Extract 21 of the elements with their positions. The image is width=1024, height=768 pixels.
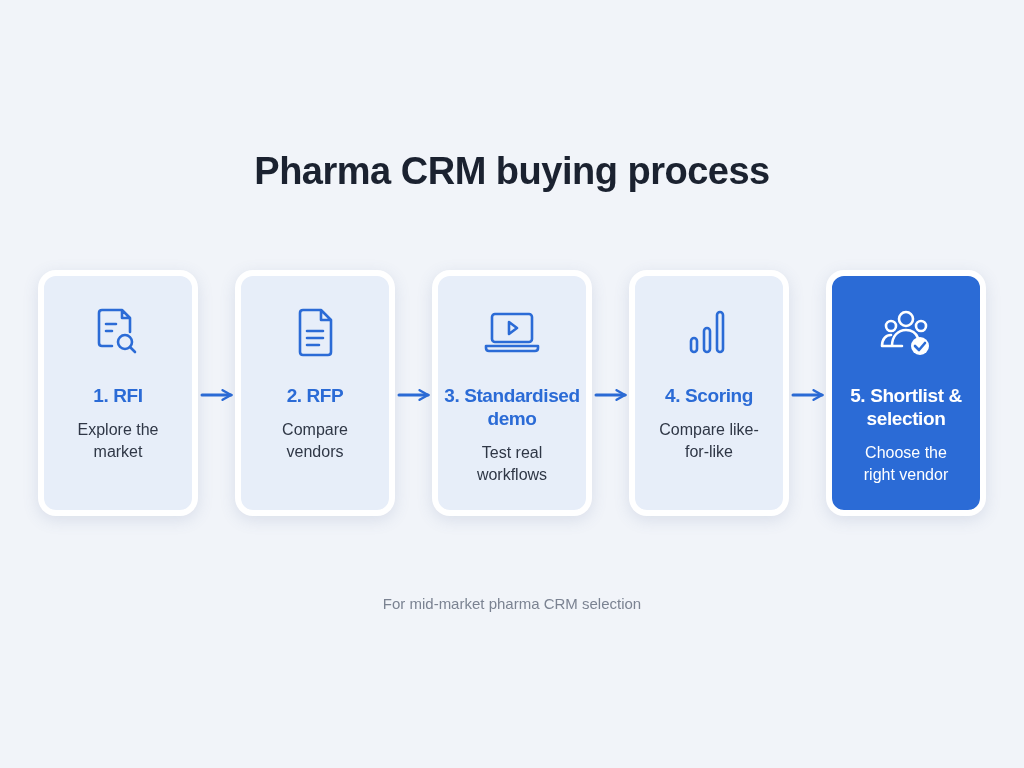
step-card xyxy=(235,270,395,516)
step-title: 5. Shortlist & selection xyxy=(849,384,963,430)
step-card xyxy=(38,270,198,516)
highlighted-step-card xyxy=(826,270,986,516)
arrow xyxy=(397,389,430,401)
step-description: Compare like-for-like xyxy=(658,420,760,462)
caption: For mid-market pharma CRM selection xyxy=(381,595,643,612)
arrow xyxy=(791,389,824,401)
step-description: Compare vendors xyxy=(281,420,349,462)
arrow xyxy=(200,389,233,401)
arrow xyxy=(594,389,627,401)
step-title: 2. RFP xyxy=(285,384,345,407)
step-description: Choose the right vendor xyxy=(862,443,950,485)
step-card xyxy=(629,270,789,516)
step-title: 4. Scoring xyxy=(664,384,754,407)
step-card xyxy=(432,270,592,516)
step-title: 1. RFI xyxy=(92,384,144,407)
diagram-title: Pharma CRM buying process xyxy=(253,150,771,193)
step-description: Explore the market xyxy=(76,420,160,462)
step-description: Test real workflows xyxy=(475,443,549,485)
step-title: 3. Standardised demo xyxy=(443,384,581,430)
